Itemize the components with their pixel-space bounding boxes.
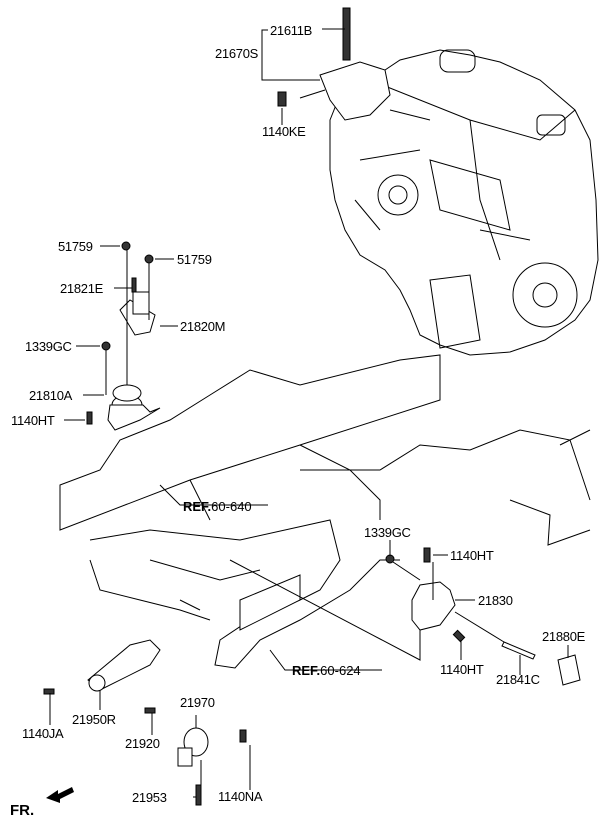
label-1140KE: 1140KE bbox=[262, 124, 306, 139]
label-1140NA: 1140NA bbox=[218, 789, 263, 804]
engine-mount-bracket-21670S bbox=[277, 7, 391, 121]
label-21820M: 21820M bbox=[180, 319, 225, 334]
label-1339GC-left: 1339GC bbox=[25, 339, 72, 354]
mount-bracket-21820M bbox=[101, 241, 156, 351]
ref-code: 60-624 bbox=[320, 663, 360, 678]
part-labels: 21611B 21670S 1140KE 51759 51759 21821E … bbox=[11, 23, 586, 805]
front-arrow-icon bbox=[46, 787, 74, 803]
mount-insulator-21810A bbox=[86, 384, 161, 431]
label-1140JA: 1140JA bbox=[22, 726, 64, 741]
bushing-21970 bbox=[177, 727, 247, 806]
label-21953: 21953 bbox=[132, 790, 167, 805]
label-21830: 21830 bbox=[478, 593, 513, 608]
label-21670S: 21670S bbox=[215, 46, 259, 61]
ref-code: 60-640 bbox=[211, 499, 251, 514]
roll-rod-21950R bbox=[43, 639, 161, 714]
label-21841C: 21841C bbox=[496, 672, 540, 687]
leader-lines bbox=[49, 28, 569, 798]
engine-assembly bbox=[329, 49, 599, 356]
label-1140HT-upper: 1140HT bbox=[450, 548, 494, 563]
front-direction-marker: FR. bbox=[10, 787, 74, 819]
side-member-frame bbox=[59, 354, 591, 546]
label-21611B: 21611B bbox=[270, 23, 312, 38]
ref-60-640[interactable]: REF.60-640 bbox=[183, 499, 252, 514]
label-21810A: 21810A bbox=[29, 388, 73, 403]
ref-60-624[interactable]: REF.60-624 bbox=[292, 663, 361, 678]
label-51759-right: 51759 bbox=[177, 252, 212, 267]
label-1339GC-right: 1339GC bbox=[364, 525, 411, 540]
label-1140HT-lower: 1140HT bbox=[440, 662, 484, 677]
ref-prefix: REF. bbox=[292, 663, 320, 678]
label-1140HT-left: 1140HT bbox=[11, 413, 55, 428]
label-21920: 21920 bbox=[125, 736, 160, 751]
label-51759-left: 51759 bbox=[58, 239, 93, 254]
svg-text:REF.60-640: REF.60-640 bbox=[183, 499, 252, 514]
label-21821E: 21821E bbox=[60, 281, 104, 296]
label-21970: 21970 bbox=[180, 695, 215, 710]
label-21950R: 21950R bbox=[72, 712, 116, 727]
front-label: FR. bbox=[10, 802, 34, 819]
ref-prefix: REF. bbox=[183, 499, 211, 514]
label-21880E: 21880E bbox=[542, 629, 586, 644]
svg-text:REF.60-624: REF.60-624 bbox=[292, 663, 361, 678]
